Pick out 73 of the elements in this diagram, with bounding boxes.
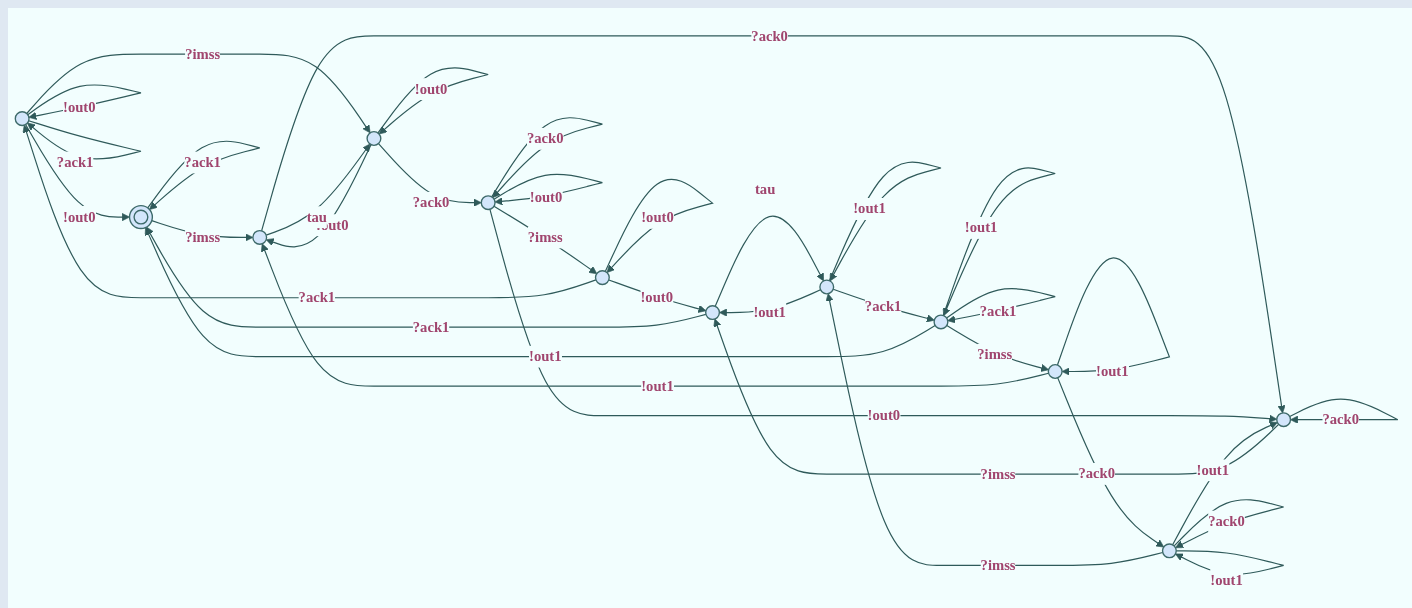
arrow	[25, 123, 130, 222]
edge-label: ?imss	[527, 229, 563, 245]
edge-label: !out0	[640, 289, 673, 305]
edge-label: ?imss	[980, 557, 1016, 573]
edge-label: !out1	[753, 304, 786, 320]
edge-label: tau	[754, 181, 776, 197]
edge-label: ?imss	[185, 229, 221, 245]
arrow	[261, 35, 1286, 414]
arrow	[261, 243, 1050, 387]
edge-label: ?imss	[185, 45, 221, 62]
edge-label: !out0	[63, 208, 96, 225]
edge-label: ?ack1	[298, 289, 336, 306]
edge-label: !out1	[641, 377, 674, 394]
edge-label: ?imss	[980, 465, 1016, 482]
arrow	[1173, 499, 1285, 549]
arrow	[1172, 421, 1278, 546]
edge-label: !out1	[964, 219, 998, 236]
edge-label: !out0	[867, 407, 901, 423]
node-circle	[480, 195, 496, 211]
edge-label: ?ack1	[979, 302, 1017, 319]
node-circle	[366, 130, 382, 147]
arrow	[608, 279, 707, 313]
node-circle	[128, 204, 154, 230]
arrow	[942, 167, 1056, 317]
edge-label: !out0	[63, 99, 96, 115]
edge-label: !out1	[529, 348, 562, 364]
arrow	[27, 84, 142, 120]
arrow	[946, 288, 1056, 324]
edge-label: ?ack1	[56, 154, 94, 170]
arrow	[22, 124, 597, 299]
arrow	[714, 215, 824, 307]
arrow	[377, 67, 489, 135]
node-circle	[1047, 363, 1063, 380]
arrow	[825, 293, 1164, 567]
node-circle	[1276, 412, 1292, 428]
arrow	[144, 227, 936, 358]
edge-label: ?ack1	[184, 154, 221, 170]
node-circle	[14, 111, 30, 127]
node-circle	[252, 229, 268, 245]
arrow	[1057, 377, 1165, 548]
node-circle	[1161, 543, 1177, 559]
arrow	[146, 226, 707, 328]
arrow	[828, 161, 942, 282]
arrow	[493, 205, 598, 275]
edge-label: !out0	[641, 209, 674, 226]
node-circle	[933, 314, 949, 330]
arrow	[26, 53, 371, 134]
arrow	[489, 208, 1278, 423]
arrow	[946, 324, 1049, 372]
edge-label: ?ack0	[1078, 465, 1115, 482]
arrow	[713, 318, 1280, 475]
arrow	[491, 117, 603, 198]
edge-label: !out0	[529, 188, 563, 205]
arrow	[604, 178, 714, 273]
arrow	[832, 288, 935, 323]
node-circle	[819, 279, 835, 295]
edge-label: ?ack0	[751, 27, 788, 44]
node-circle	[705, 305, 721, 321]
edge-label: ?ack0	[412, 194, 450, 210]
edge-label: ?imss	[977, 346, 1013, 362]
edge-label: ?ack0	[1322, 411, 1359, 428]
edge-label: ?ack0	[527, 130, 564, 147]
edge-label: !out1	[1096, 363, 1129, 379]
edge-label: !out1	[853, 200, 886, 217]
arrow	[147, 140, 261, 210]
edge-label: !out0	[414, 80, 448, 97]
edge-label: ?ack1	[412, 318, 450, 335]
edge-label: !out1	[1210, 571, 1243, 588]
node-circle	[594, 270, 610, 286]
edge-label: ?ack1	[864, 298, 902, 315]
edge-label: !out1	[1196, 462, 1229, 478]
arrow	[1056, 257, 1170, 376]
edge-label: ?ack0	[1208, 513, 1245, 529]
